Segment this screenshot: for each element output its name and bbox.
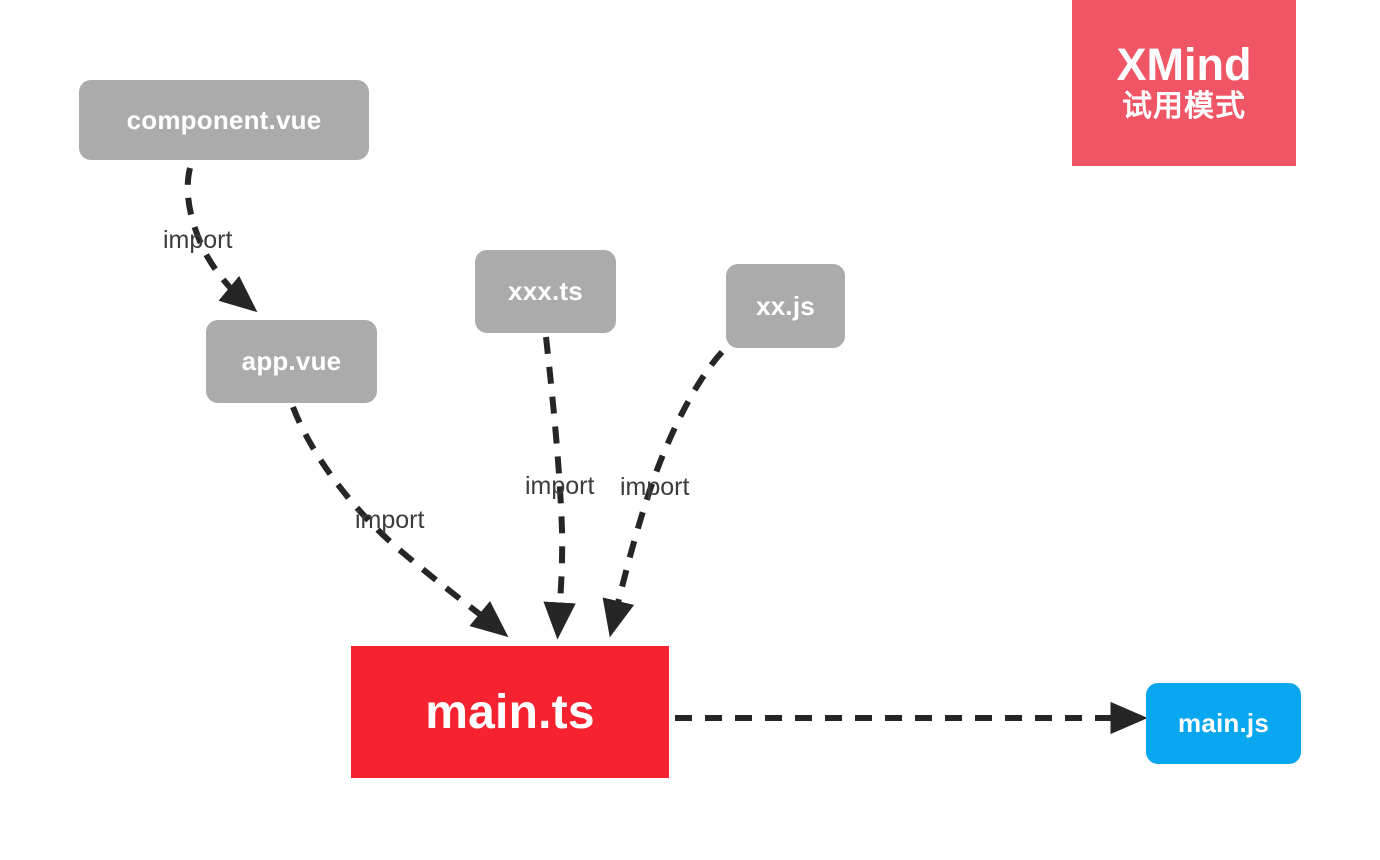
watermark-subtitle: 试用模式: [1122, 88, 1246, 124]
node-xx-js[interactable]: xx.js: [726, 264, 845, 348]
node-label: main.ts: [425, 685, 595, 739]
edge-paths: [184, 167, 1148, 735]
node-label: component.vue: [126, 104, 322, 135]
node-app-vue[interactable]: app.vue: [206, 320, 377, 403]
node-component-vue[interactable]: component.vue: [79, 80, 369, 160]
edge-label-xxx-to-main: import: [525, 472, 595, 500]
node-label: xx.js: [756, 290, 815, 321]
edge-label-component-to-app: import: [163, 226, 233, 254]
node-main-ts[interactable]: main.ts: [351, 646, 669, 778]
node-main-js[interactable]: main.js: [1146, 683, 1301, 764]
xmind-watermark-badge: XMind 试用模式: [1072, 0, 1296, 166]
node-label: main.js: [1178, 708, 1269, 738]
node-xxx-ts[interactable]: xxx.ts: [475, 250, 616, 333]
edge-label-xxjs-to-main: import: [620, 473, 690, 501]
watermark-title: XMind: [1116, 38, 1252, 90]
node-label: xxx.ts: [508, 276, 583, 306]
node-label: app.vue: [241, 346, 342, 376]
edge-label-app-to-main: import: [355, 506, 425, 534]
